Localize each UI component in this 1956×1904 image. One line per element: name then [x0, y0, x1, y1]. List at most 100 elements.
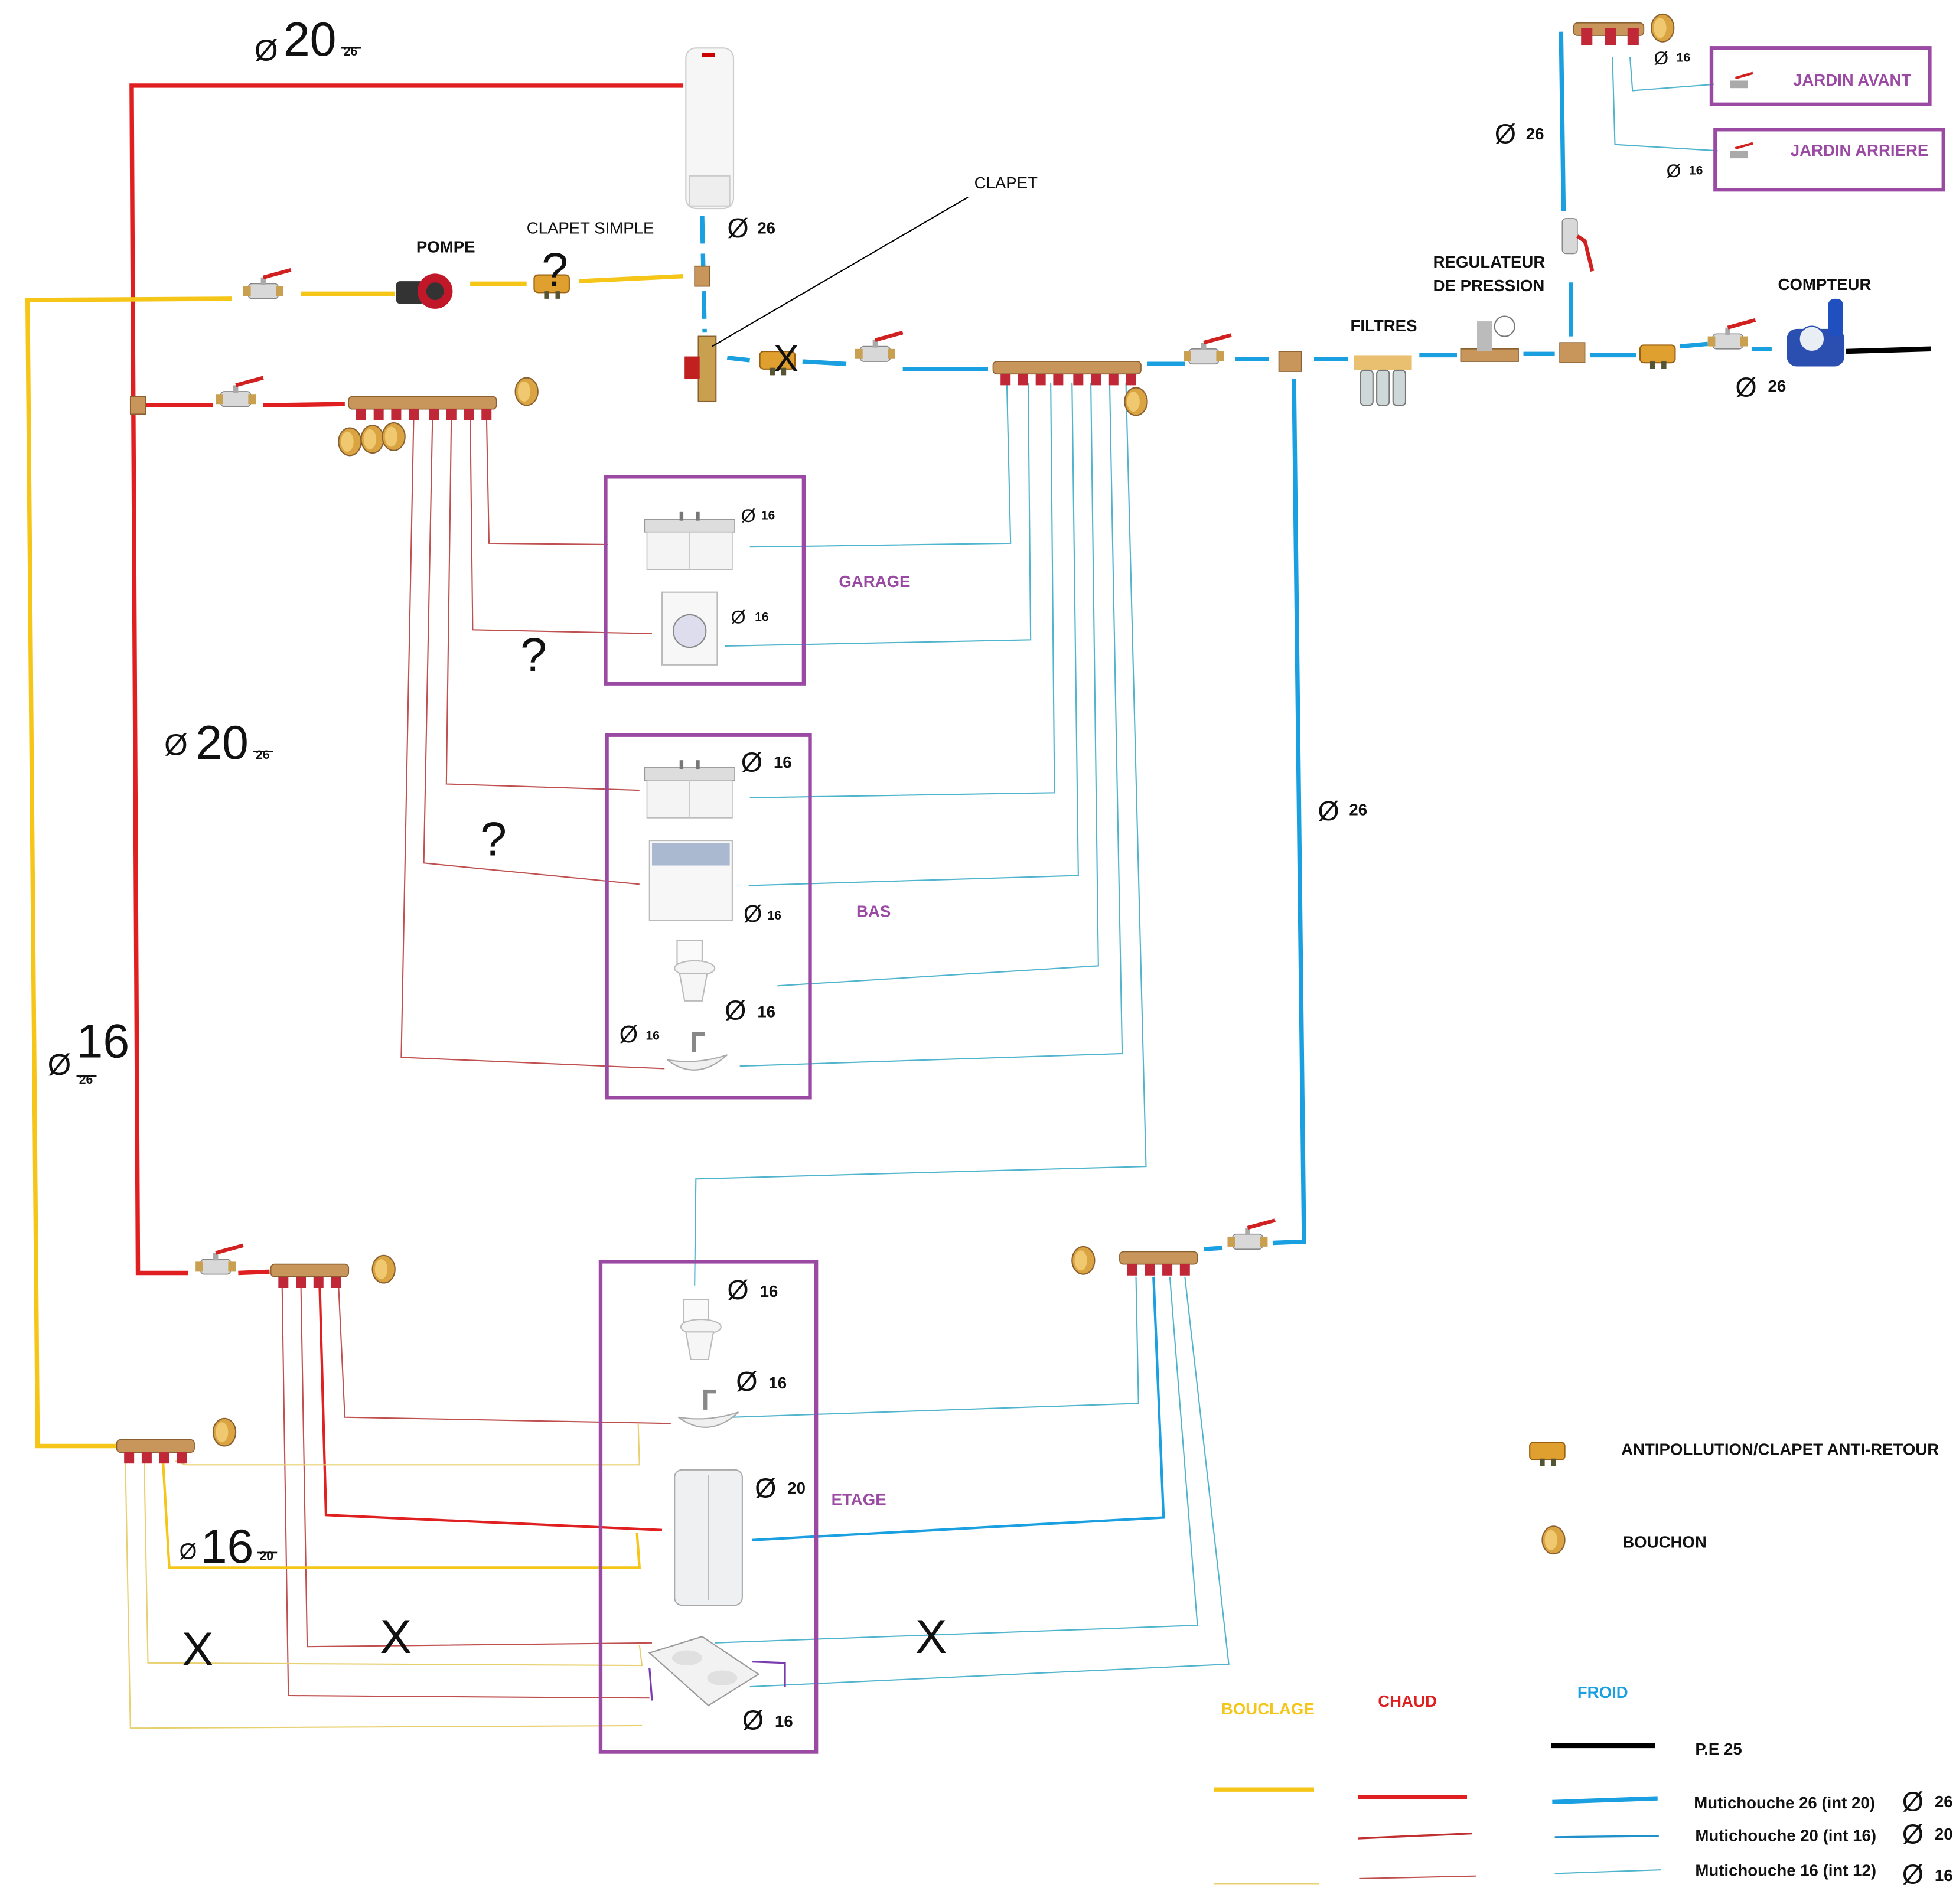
hot-branch-lines [281, 414, 786, 1701]
svg-text:16: 16 [767, 909, 781, 922]
zone-jardin-avant [1709, 46, 1932, 106]
tee-fitting [694, 265, 710, 287]
diameter-loop-etage: Ø 16 20 [180, 1520, 278, 1573]
ballvalve-hot-etage[interactable] [195, 1246, 243, 1274]
legend-multi26: Mutichouche 26 (int 20) [1694, 1794, 1875, 1812]
clapet-mixing-valve [684, 335, 717, 403]
zone-label-etage: ETAGE [832, 1490, 886, 1508]
svg-text:26: 26 [79, 1073, 93, 1087]
svg-text:Ø: Ø [1654, 47, 1668, 69]
zone-garage [604, 475, 806, 686]
legend-d26: 26 [1935, 1792, 1953, 1811]
ballvalve-meter[interactable] [1708, 320, 1756, 349]
pe25-supply-line [1846, 346, 1931, 354]
ballvalve-cold-main[interactable] [855, 332, 903, 361]
question-mark: ? [480, 813, 507, 866]
svg-text:20: 20 [259, 1550, 273, 1563]
svg-text:20: 20 [787, 1479, 806, 1497]
svg-text:Ø: Ø [1495, 119, 1516, 149]
tee-fitting-hot [129, 396, 146, 415]
washing-machine [661, 591, 718, 666]
pressure-regulator [1460, 315, 1519, 362]
plug [1071, 1246, 1096, 1275]
svg-text:Ø: Ø [1902, 1819, 1924, 1850]
plug [371, 1254, 396, 1284]
legend-antipollution: ANTIPOLLUTION/CLAPET ANTI-RETOUR [1621, 1440, 1939, 1458]
svg-text:26: 26 [1768, 377, 1787, 395]
hot-branch-line [138, 402, 345, 408]
svg-text:16: 16 [757, 1002, 775, 1021]
svg-text:16: 16 [77, 1015, 130, 1068]
dishwasher [648, 839, 733, 921]
ballvalve-hot[interactable] [216, 378, 263, 407]
plug [1124, 387, 1148, 416]
svg-text:16: 16 [1677, 51, 1691, 65]
manifold-garden [1573, 22, 1645, 46]
diameter-loop-riser: Ø 16 26 [48, 1015, 130, 1087]
water-heater [685, 47, 735, 210]
manifold-cold-etage [1119, 1251, 1198, 1276]
diameter-jardin-avant: Ø 16 [1654, 47, 1690, 69]
loop-pump-line [301, 273, 684, 296]
filters [1354, 355, 1412, 406]
svg-text:Ø: Ø [48, 1048, 71, 1081]
zone-etage [598, 1260, 819, 1754]
legend-line-chaud-16 [1359, 1875, 1476, 1880]
legend-multi20: Mutichouche 20 (int 16) [1695, 1826, 1876, 1844]
svg-text:Ø: Ø [180, 1539, 197, 1564]
plug [1651, 13, 1675, 43]
diameter-bas-wc: Ø 16 [725, 995, 775, 1026]
plug [514, 377, 539, 406]
ballvalve-loop[interactable] [243, 270, 291, 299]
cold-etage-riser [1203, 379, 1306, 1251]
svg-text:26: 26 [1349, 801, 1367, 819]
water-meter [1787, 298, 1845, 367]
svg-text:26: 26 [1526, 125, 1544, 143]
svg-text:20: 20 [283, 13, 337, 66]
etage-wc [680, 1299, 722, 1361]
diameter-cold-riser: Ø 26 [1318, 795, 1367, 826]
shower-cabin [674, 1469, 743, 1606]
svg-text:Ø: Ø [1318, 795, 1339, 826]
garage-sink [644, 511, 736, 570]
loop-main-line [25, 296, 232, 1449]
cross-mark: X [774, 338, 798, 380]
legend-line-froid-20 [1554, 1835, 1659, 1838]
svg-text:Ø: Ø [731, 607, 746, 628]
svg-text:Ø: Ø [1902, 1859, 1924, 1889]
manifold-hot-etage [270, 1263, 350, 1288]
label-clapet-simple: CLAPET SIMPLE [527, 219, 654, 237]
legend-chaud: CHAUD [1378, 1692, 1437, 1710]
svg-text:Ø: Ø [744, 900, 762, 927]
diameter-bas-dishwasher: Ø 16 [744, 900, 781, 927]
label-regulateur-2: DE PRESSION [1433, 276, 1545, 295]
svg-text:Ø: Ø [736, 1366, 757, 1397]
manifold-hot-main [348, 396, 497, 420]
plug [212, 1417, 237, 1447]
svg-text:26: 26 [757, 219, 775, 237]
svg-text:16: 16 [775, 1712, 793, 1730]
antipollution-legend-icon [1529, 1442, 1566, 1467]
svg-text:Ø: Ø [1667, 160, 1681, 181]
cross-mark: X [915, 1610, 947, 1664]
label-filtres: FILTRES [1351, 317, 1417, 335]
legend-bouchon: BOUCHON [1622, 1533, 1707, 1551]
svg-text:Ø: Ø [725, 995, 746, 1026]
ballvalve-cold-2[interactable] [1184, 335, 1231, 364]
zone-label-garage: GARAGE [839, 572, 910, 591]
label-clapet: CLAPET [974, 174, 1038, 192]
legend-line-chaud-20 [1358, 1832, 1472, 1840]
spare-plugs [338, 422, 406, 457]
ballvalve-garden[interactable] [1562, 219, 1592, 271]
zone-jardin-arriere [1713, 128, 1945, 192]
tee-fitting-3 [1559, 342, 1586, 364]
ballvalve-cold-etage[interactable] [1227, 1220, 1275, 1249]
